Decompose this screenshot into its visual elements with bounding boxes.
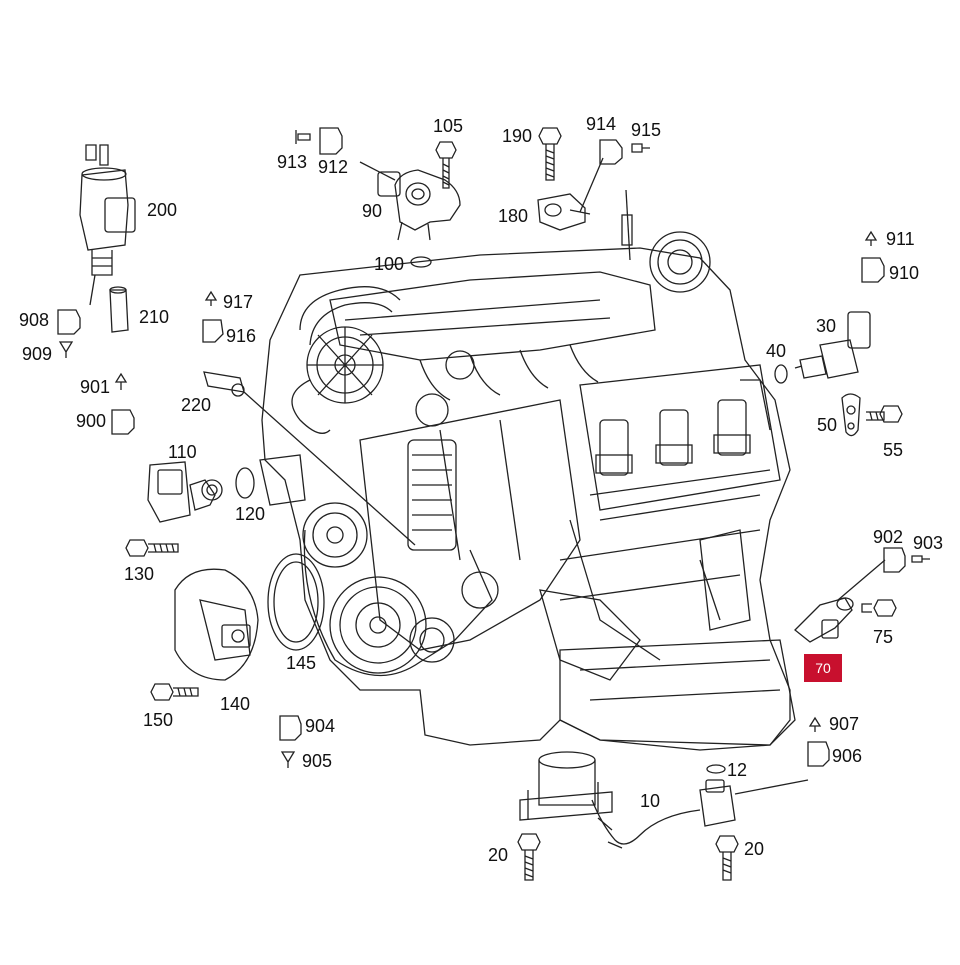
bolt-20a — [517, 833, 541, 881]
callout-907: 907 — [829, 714, 860, 734]
callout-20-left: 20 — [488, 845, 509, 865]
part-220 — [203, 371, 416, 546]
engine-block — [259, 189, 796, 751]
callout-915: 915 — [631, 120, 662, 140]
bolt-150 — [150, 683, 199, 701]
callout-105: 105 — [433, 116, 464, 136]
callout-904: 904 — [305, 716, 336, 736]
callout-30: 30 — [816, 316, 837, 336]
callout-908: 908 — [19, 310, 50, 330]
part-110 — [147, 461, 223, 523]
callout-90: 90 — [362, 201, 383, 221]
callout-12: 12 — [727, 760, 748, 780]
part-180 — [537, 127, 604, 231]
gasket-50 — [841, 393, 861, 437]
callout-110: 110 — [168, 442, 197, 462]
callout-917: 917 — [223, 292, 254, 312]
plug-916-917 — [202, 290, 224, 343]
callout-900: 900 — [76, 411, 107, 431]
callout-902: 902 — [873, 527, 904, 547]
part-210 — [109, 286, 129, 333]
bolt-130 — [125, 539, 179, 557]
highlight-label-70: 70 — [804, 654, 842, 682]
callout-130: 130 — [124, 564, 155, 584]
callout-180: 180 — [498, 206, 529, 226]
part-30 — [794, 311, 871, 379]
part-12 — [699, 764, 809, 827]
callout-50: 50 — [817, 415, 838, 435]
callout-55: 55 — [883, 440, 904, 460]
plug-904-905 — [279, 715, 302, 768]
plug-902-903 — [883, 547, 930, 573]
callout-912: 912 — [318, 157, 349, 177]
callout-910: 910 — [889, 263, 920, 283]
callout-905: 905 — [302, 751, 333, 771]
callout-140: 140 — [220, 694, 251, 714]
bolt-105 — [435, 141, 457, 189]
callout-200: 200 — [147, 200, 178, 220]
callout-220: 220 — [181, 395, 212, 415]
callout-903: 903 — [913, 533, 944, 553]
callout-914: 914 — [586, 114, 617, 134]
callout-40: 40 — [766, 341, 787, 361]
callout-210: 210 — [139, 307, 170, 327]
plug-908-909 — [57, 309, 81, 358]
part-10 — [519, 751, 701, 849]
callout-916: 916 — [226, 326, 257, 346]
callout-911: 911 — [886, 229, 915, 249]
callout-10: 10 — [640, 791, 661, 811]
callout-901: 901 — [80, 377, 111, 397]
gasket-145 — [267, 553, 325, 651]
callout-120: 120 — [235, 504, 266, 524]
callout-20-right: 20 — [744, 839, 765, 859]
plug-914-915 — [599, 139, 650, 165]
callout-906: 906 — [832, 746, 863, 766]
callout-145: 145 — [286, 653, 317, 673]
plug-906-907 — [807, 716, 830, 767]
oring-120 — [235, 467, 255, 499]
callout-190: 190 — [502, 126, 533, 146]
part-200 — [79, 144, 136, 306]
callout-150: 150 — [143, 710, 174, 730]
bolt-55 — [866, 405, 903, 423]
plug-912-913 — [295, 127, 343, 155]
callout-909: 909 — [22, 344, 53, 364]
callout-100: 100 — [374, 254, 405, 274]
bolt-75 — [861, 599, 897, 617]
callout-75: 75 — [873, 627, 894, 647]
callout-913: 913 — [277, 152, 308, 172]
oring-40 — [774, 364, 788, 384]
plug-910-911 — [861, 230, 885, 283]
bolt-20b — [715, 835, 739, 881]
part-70 — [794, 559, 886, 643]
oring-100 — [410, 256, 432, 268]
plug-900-901 — [111, 372, 135, 435]
part-140 — [174, 568, 259, 681]
